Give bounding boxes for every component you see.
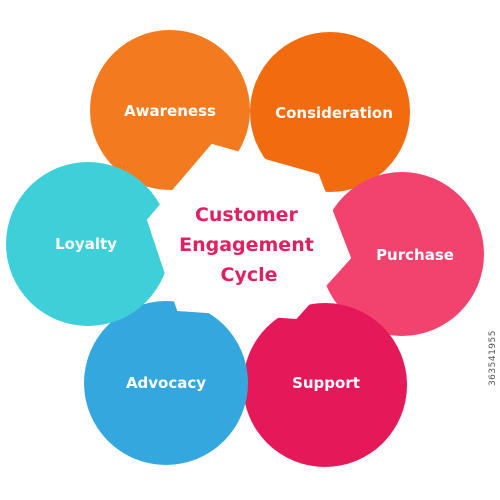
stock-watermark-id: 363541955 [488,330,498,387]
center-hexagon [146,143,352,320]
petal-purchase [320,172,484,336]
petal-consideration [250,32,410,192]
petal-label-advocacy: Advocacy [126,374,206,392]
petal-label-consideration: Consideration [275,104,393,122]
petal-label-purchase: Purchase [376,246,454,264]
petal-label-loyalty: Loyalty [55,235,117,253]
petal-label-awareness: Awareness [124,102,216,120]
petal-advocacy [84,301,248,465]
stage-petals [6,30,484,467]
center-title-line-1: Customer [195,204,299,226]
petal-label-support: Support [292,374,360,392]
center-title-line-3: Cycle [221,264,278,286]
petal-support [243,303,407,467]
center-title: Customer Engagement Cycle [179,204,319,286]
center-title-line-2: Engagement [179,234,314,256]
petal-loyalty [6,162,170,326]
